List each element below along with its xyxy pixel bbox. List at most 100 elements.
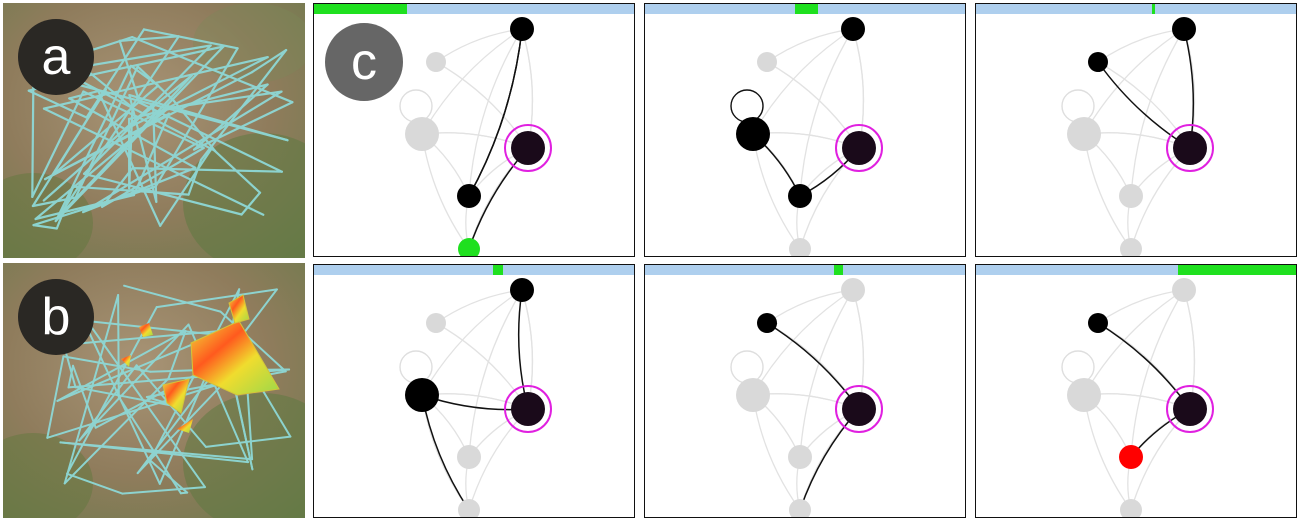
track-segment bbox=[42, 107, 265, 216]
track-segment bbox=[118, 39, 141, 104]
track-segment bbox=[200, 48, 288, 161]
track-segment bbox=[42, 102, 155, 202]
graph-node-n5 bbox=[1119, 184, 1143, 208]
transition-graph bbox=[730, 278, 883, 517]
track-segment bbox=[82, 90, 205, 150]
track-segment bbox=[82, 172, 243, 216]
timeline-progress-bar bbox=[314, 4, 634, 14]
graph-node-n2 bbox=[405, 378, 439, 412]
graph-edge bbox=[1097, 25, 1186, 63]
graph-edge bbox=[421, 289, 524, 396]
transition-graph bbox=[399, 17, 552, 256]
graph-edge bbox=[435, 25, 524, 63]
track-segment bbox=[128, 106, 134, 190]
track-segment bbox=[78, 323, 190, 442]
graph-node-n3 bbox=[1088, 52, 1108, 72]
graph-edge bbox=[766, 25, 855, 63]
graph-node-n1 bbox=[1172, 278, 1196, 302]
track-segment bbox=[81, 90, 283, 214]
graph-edge bbox=[796, 289, 854, 459]
graph-panel-c5 bbox=[644, 264, 966, 518]
timeline-progress-bar bbox=[645, 4, 965, 14]
track-segment bbox=[56, 333, 217, 402]
track-segment bbox=[32, 224, 58, 230]
track-segment bbox=[54, 35, 180, 223]
graph-edge bbox=[465, 28, 523, 198]
track-segment bbox=[67, 364, 74, 389]
active-graph-edge bbox=[468, 28, 523, 198]
graph-panel-c2 bbox=[644, 3, 966, 257]
graph-node-n3 bbox=[426, 52, 446, 72]
graph-panel-c3 bbox=[975, 3, 1297, 257]
track-segment bbox=[250, 48, 288, 74]
graph-node-n6 bbox=[1173, 392, 1207, 426]
timeline-progress-fill bbox=[1177, 265, 1296, 275]
graph-node-n3 bbox=[1088, 313, 1108, 333]
track-segment bbox=[142, 28, 239, 50]
panel-label-a: a bbox=[18, 19, 94, 95]
current-node-highlight-ring bbox=[504, 124, 552, 172]
panel-label-c: c bbox=[325, 23, 403, 101]
timeline-progress-fill bbox=[795, 4, 818, 14]
self-loop-edge bbox=[399, 89, 433, 123]
track-segment bbox=[31, 88, 108, 208]
track-segment bbox=[100, 146, 205, 208]
graph-edge bbox=[1097, 286, 1186, 324]
track-segment bbox=[27, 89, 88, 119]
track-segment bbox=[128, 93, 158, 203]
transition-graph bbox=[1061, 278, 1214, 517]
track-segment bbox=[76, 306, 206, 489]
track-segment bbox=[159, 147, 213, 227]
track-segment bbox=[118, 35, 180, 43]
track-segment bbox=[63, 294, 120, 485]
track-segment bbox=[66, 472, 124, 495]
track-segment bbox=[123, 284, 222, 313]
graph-node-n3 bbox=[757, 313, 777, 333]
track-segment bbox=[31, 90, 85, 198]
graph-edge bbox=[852, 28, 865, 150]
self-loop-edge bbox=[730, 350, 764, 384]
track-segment bbox=[68, 89, 100, 100]
track-segment bbox=[117, 294, 120, 398]
graph-node-n1 bbox=[841, 278, 865, 302]
self-loop-edge bbox=[399, 350, 433, 384]
track-segment bbox=[63, 377, 170, 485]
graph-panel-c4 bbox=[313, 264, 635, 518]
track-segment bbox=[138, 101, 283, 173]
graph-node-n1 bbox=[510, 17, 534, 41]
graph-edge bbox=[421, 28, 524, 135]
timeline-progress-fill bbox=[833, 265, 844, 275]
track-segment bbox=[204, 435, 292, 448]
graph-node-n3 bbox=[757, 52, 777, 72]
graph-node-n7 bbox=[458, 499, 480, 517]
active-graph-edge bbox=[1181, 27, 1195, 149]
track-segment bbox=[127, 83, 269, 121]
graph-node-n6 bbox=[511, 392, 545, 426]
track-segment bbox=[154, 47, 239, 188]
graph-node-n5 bbox=[457, 184, 481, 208]
current-node-highlight-ring bbox=[1166, 124, 1214, 172]
current-node-highlight-ring bbox=[504, 385, 552, 433]
track-segment bbox=[131, 35, 294, 104]
graph-node-n7 bbox=[1120, 499, 1142, 517]
graph-panel-c6 bbox=[975, 264, 1297, 518]
graph-node-n6 bbox=[842, 131, 876, 165]
graph-node-n6 bbox=[842, 392, 876, 426]
track-segment bbox=[155, 288, 278, 309]
graph-node-n2 bbox=[405, 117, 439, 151]
track-segment bbox=[72, 364, 97, 429]
graph-node-n6 bbox=[511, 131, 545, 165]
active-graph-edge bbox=[468, 27, 527, 197]
track-segment bbox=[240, 191, 262, 216]
track-segment bbox=[149, 459, 189, 494]
graph-node-n7 bbox=[789, 499, 811, 517]
transition-graph bbox=[399, 278, 552, 517]
track-segment bbox=[132, 112, 171, 197]
track-segment bbox=[152, 102, 158, 203]
track-segment bbox=[193, 101, 294, 151]
graph-node-n2 bbox=[736, 117, 770, 151]
self-loop-edge bbox=[1061, 89, 1095, 123]
track-segment bbox=[187, 158, 203, 196]
track-segment bbox=[72, 45, 225, 80]
timeline-progress-bar bbox=[976, 265, 1296, 275]
